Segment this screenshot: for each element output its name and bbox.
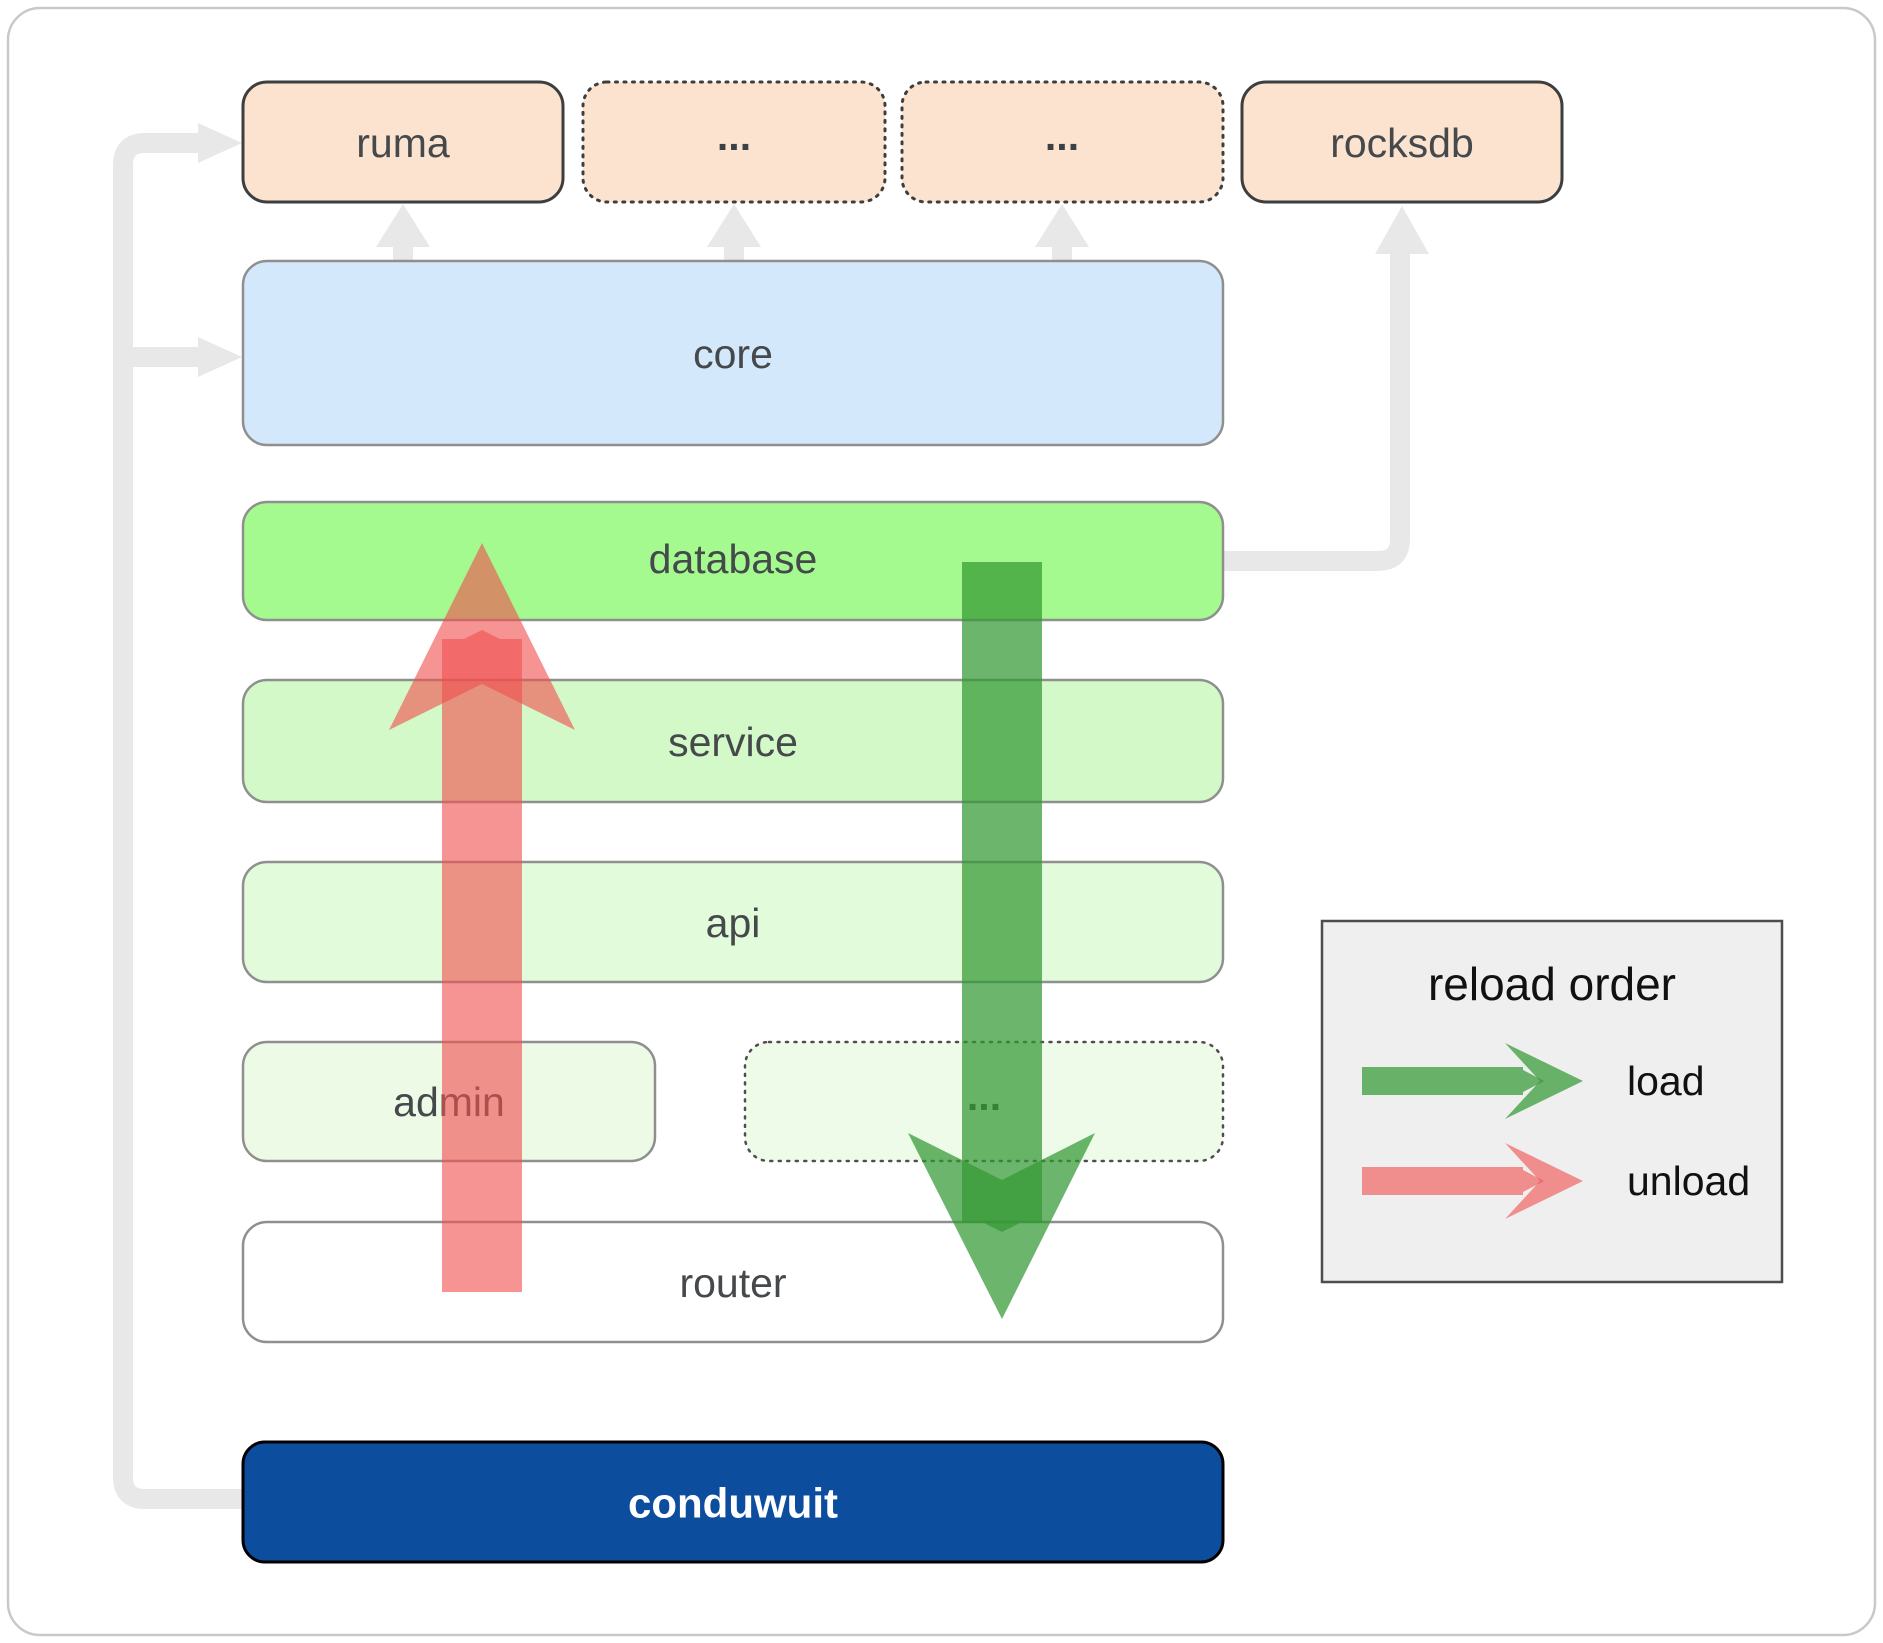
legend-unload-arrow-shaft — [1362, 1167, 1544, 1195]
node-dependency-more-2-label: ... — [1045, 113, 1079, 159]
arrowhead-to-core-icon — [198, 337, 242, 377]
connector-conduwuit-to-ruma — [113, 133, 243, 1509]
node-ruma — [241, 80, 565, 204]
node-rocksdb-label: rocksdb — [1330, 120, 1474, 166]
node-dependency-more-2 — [900, 80, 1225, 204]
load-arrow-shaft — [962, 562, 1042, 1232]
legend-load-arrow-shaft — [1362, 1067, 1544, 1095]
unload-arrow-shaft — [442, 630, 522, 1292]
node-rocksdb — [1240, 80, 1564, 204]
arrowhead-to-rocksdb-icon — [1375, 206, 1429, 254]
unload-arrowhead-icon — [389, 543, 575, 730]
load-arrow — [908, 562, 1095, 1319]
diagram-frame — [6, 6, 1877, 1637]
legend: reload order load unload — [1320, 919, 1784, 1284]
legend-unload-arrow — [1362, 1143, 1583, 1219]
arrowhead-core-dep2-icon — [1035, 204, 1089, 247]
node-service-label: service — [668, 719, 798, 765]
legend-title: reload order — [1428, 958, 1676, 1010]
node-router-label: router — [679, 1260, 786, 1306]
legend-unload-label: unload — [1627, 1158, 1750, 1204]
node-ruma-label: ruma — [356, 120, 450, 166]
node-conduwuit-label: conduwuit — [628, 1480, 838, 1527]
legend-unload-arrowhead-icon — [1505, 1143, 1583, 1219]
node-core-label: core — [693, 331, 773, 377]
node-api-label: api — [706, 900, 761, 946]
legend-load-arrow — [1362, 1043, 1583, 1119]
legend-box — [1320, 919, 1784, 1284]
node-conduwuit — [241, 1440, 1225, 1564]
arrowhead-core-ruma-icon — [376, 204, 430, 247]
node-dependency-more-1-label: ... — [717, 113, 751, 159]
legend-load-label: load — [1627, 1058, 1705, 1104]
unload-arrow — [389, 543, 575, 1292]
gray-connectors — [113, 123, 1429, 1509]
legend-load-arrowhead-icon — [1505, 1043, 1583, 1119]
arrowhead-to-ruma-icon — [198, 123, 242, 163]
node-dependency-more-1 — [581, 80, 887, 204]
connector-database-to-rocksdb — [1223, 252, 1410, 571]
arrowhead-core-dep1-icon — [707, 204, 761, 247]
load-arrowhead-icon — [908, 1133, 1095, 1319]
node-core — [241, 259, 1225, 447]
node-database-label: database — [649, 536, 818, 582]
